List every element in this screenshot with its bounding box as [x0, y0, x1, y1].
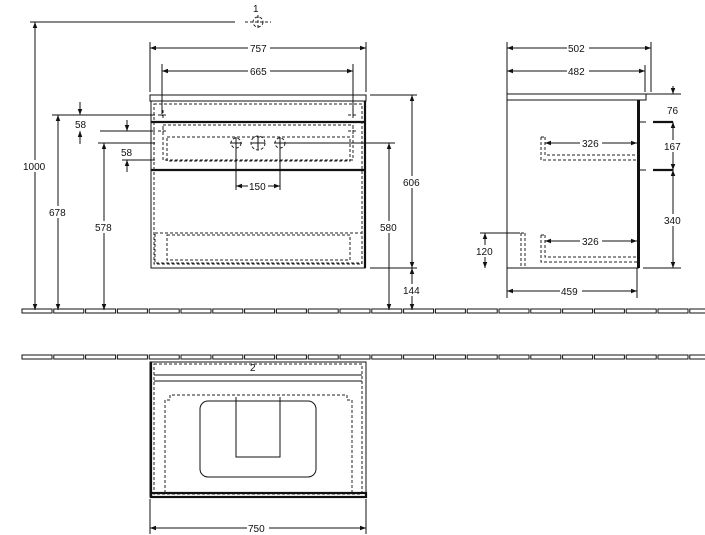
floor-segment: [434, 354, 466, 360]
floor-segment: [403, 308, 435, 314]
basin-overflow-outline: [235, 397, 281, 458]
floor-segment: [530, 354, 562, 360]
callout-1-label: 1: [253, 4, 259, 15]
inner-carcass-outline: [153, 103, 363, 265]
countertop: [149, 94, 367, 102]
dim-144: 144: [403, 286, 420, 297]
floor-segment: [21, 354, 53, 360]
dim-167: 167: [664, 142, 681, 153]
floor-line-lower: [21, 354, 705, 360]
floor-segment: [403, 354, 435, 360]
floor-segment: [625, 354, 657, 360]
floor-segment: [85, 308, 117, 314]
floor-segment: [275, 354, 307, 360]
top-view: 2 750: [149, 361, 368, 535]
floor-segment: [562, 354, 594, 360]
side-view: 502 482 76 167 340 326 326 120 459: [475, 42, 685, 298]
dim-757: 757: [250, 44, 267, 55]
front-edge: [149, 491, 368, 499]
floor-line-upper: [21, 308, 705, 314]
dim-750: 750: [248, 524, 265, 535]
back-panel: [637, 100, 640, 268]
floor-segment: [562, 308, 594, 314]
dim-340: 340: [664, 216, 681, 227]
dim-482: 482: [568, 67, 585, 78]
floor-segment: [148, 354, 180, 360]
floor-segment: [180, 354, 212, 360]
dim-1000: 1000: [23, 162, 46, 173]
floor-segment: [53, 308, 85, 314]
floor-segment: [53, 354, 85, 360]
dim-120: 120: [476, 247, 493, 258]
floor-segment: [212, 354, 244, 360]
floor-segment: [466, 308, 498, 314]
dim-150: 150: [249, 182, 266, 193]
floor-segment: [307, 308, 339, 314]
dim-502: 502: [568, 44, 585, 55]
floor-segment: [116, 308, 148, 314]
dim-58-lower: 58: [121, 148, 133, 159]
floor-segment: [689, 354, 705, 360]
tap-hole-icons: [230, 135, 286, 151]
floor-segment: [593, 354, 625, 360]
dim-578: 578: [95, 223, 112, 234]
dim-58-upper: 58: [75, 120, 87, 131]
callout-2-label: 2: [250, 363, 256, 374]
floor-segment: [85, 354, 117, 360]
floor-segment: [275, 308, 307, 314]
floor-segment: [244, 354, 276, 360]
floor-segment: [466, 354, 498, 360]
floor-segment: [498, 308, 530, 314]
floor-segment: [657, 308, 689, 314]
floor-segment: [625, 308, 657, 314]
front-view: 1 757 665 1000 678 578 58 58 150 606: [22, 4, 424, 310]
floor-segment: [657, 354, 689, 360]
floor-segment: [689, 308, 705, 314]
side-countertop: [506, 93, 647, 101]
floor-segment: [434, 308, 466, 314]
dim-459: 459: [561, 287, 578, 298]
floor-segment: [180, 308, 212, 314]
floor-segment: [593, 308, 625, 314]
dim-665: 665: [250, 67, 267, 78]
dim-580: 580: [380, 223, 397, 234]
dim-606: 606: [403, 178, 420, 189]
floor-segment: [21, 308, 53, 314]
floor-segment: [307, 354, 339, 360]
floor-segment: [530, 308, 562, 314]
floor-segment: [244, 308, 276, 314]
callout-1-marker: [245, 15, 271, 30]
lower-drawer-outline: [154, 232, 363, 264]
floor-segment: [339, 354, 371, 360]
floor-segment: [371, 308, 403, 314]
floor-segment: [498, 354, 530, 360]
floor-segment: [148, 308, 180, 314]
floor-segment: [116, 354, 148, 360]
dim-326-upper: 326: [582, 139, 599, 150]
floor-segment: [371, 354, 403, 360]
dim-326-lower: 326: [582, 237, 599, 248]
basin-outline: [199, 400, 317, 478]
dim-76: 76: [667, 106, 679, 117]
floor-segment: [339, 308, 371, 314]
dim-678: 678: [49, 208, 66, 219]
floor-segment: [212, 308, 244, 314]
